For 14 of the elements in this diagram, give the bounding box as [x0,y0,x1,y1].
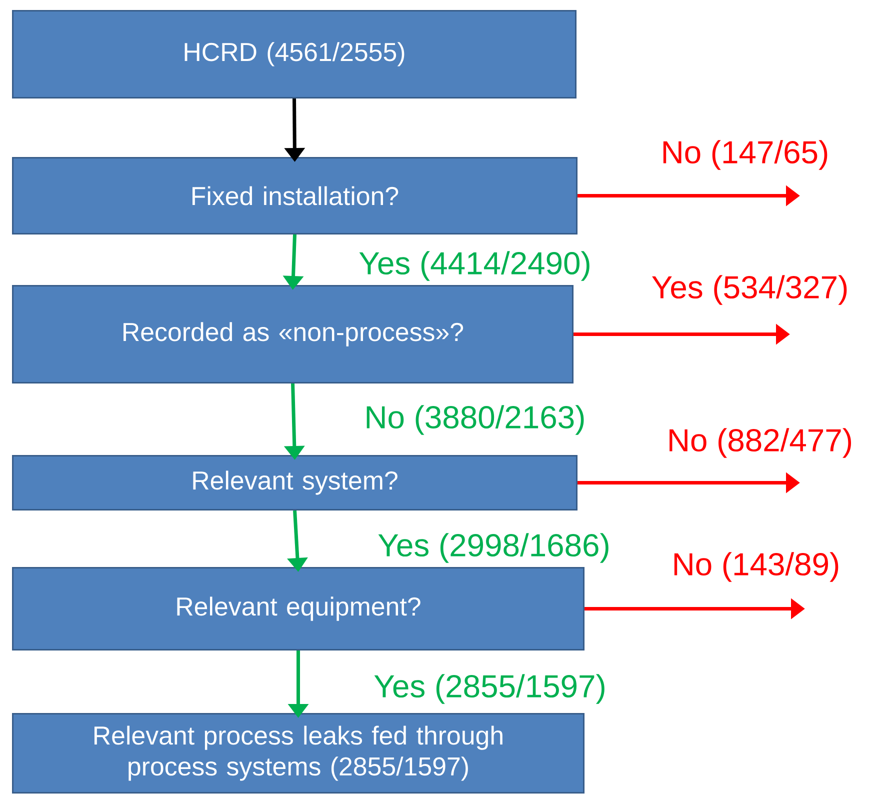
edge-label: No (3880/2163) [363,404,587,436]
edge-label: No (147/65) [660,139,830,171]
edge-label: No (882/477) [666,427,854,459]
edge-label: Yes (534/327) [650,274,850,306]
process-box: HCRD (4561/2555) [12,10,576,98]
process-box: Relevant process leaks fed through process systems (2855/1597) [12,713,584,794]
process-box: Relevant equipment? [12,567,584,650]
process-box: Relevant system? [12,455,578,510]
process-box: Fixed installation? [12,157,578,234]
edge-label: Yes (2855/1597) [372,673,608,705]
edge-label: Yes (4414/2490) [358,250,592,282]
edge-label: Yes (2998/1686) [376,532,612,564]
edge-label: No (143/89) [670,551,842,583]
process-box: Recorded as «non-process»? [12,285,574,384]
